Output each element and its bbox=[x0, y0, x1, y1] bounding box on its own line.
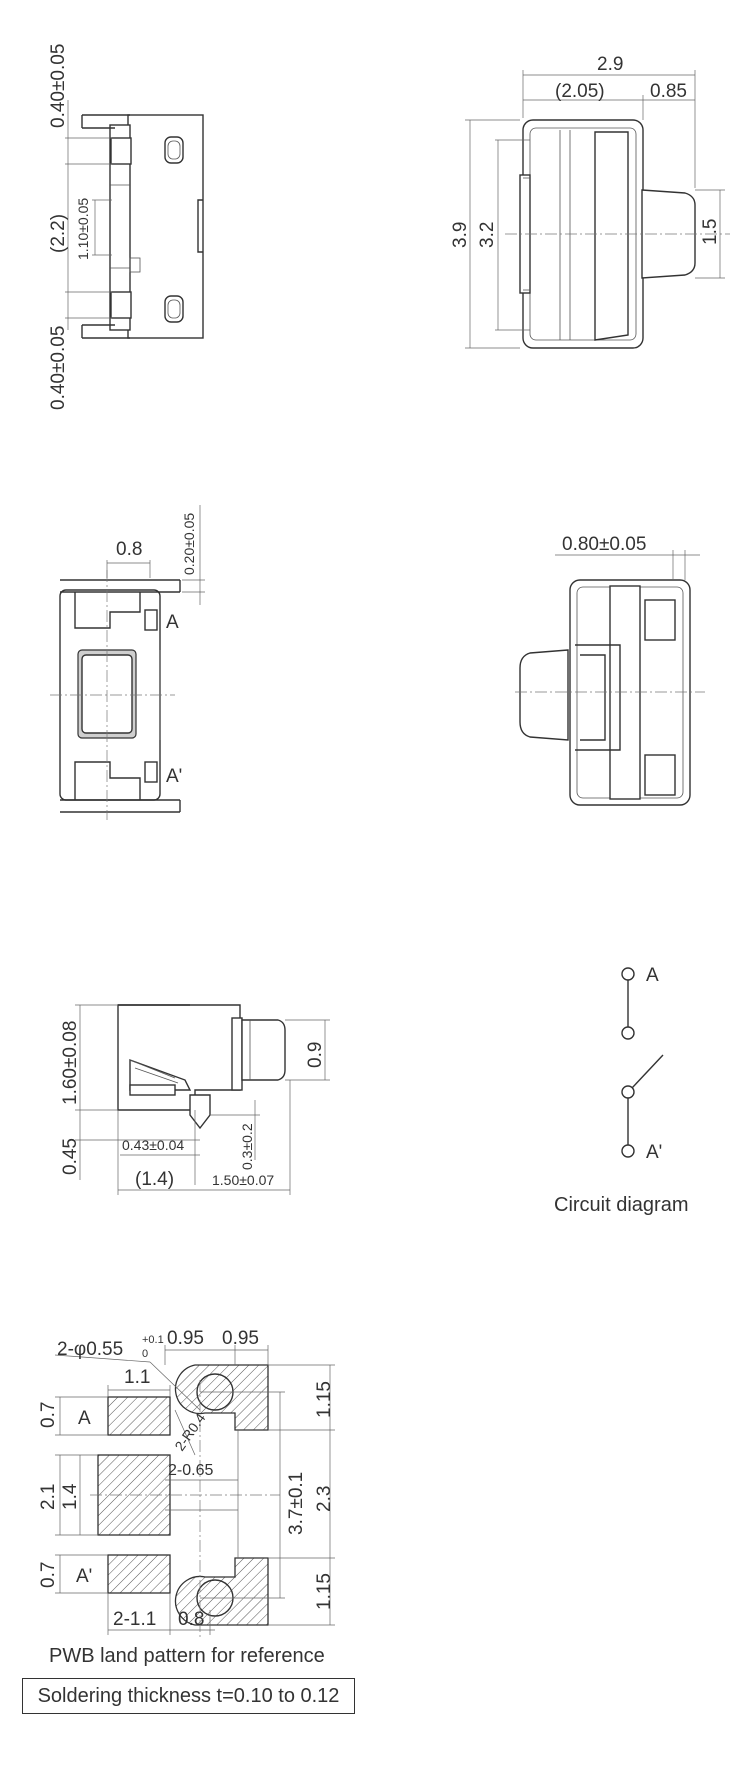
pad-a bbox=[107, 1396, 171, 1436]
dim-plunger-travel: 1.50±0.07 bbox=[212, 1172, 274, 1188]
soldering-note: Soldering thickness t=0.10 to 0.12 bbox=[22, 1678, 355, 1714]
dim-plunger: 0.9 bbox=[305, 1042, 326, 1068]
pad-a-prime bbox=[107, 1554, 171, 1594]
dim-pitch-bottom: 0.40±0.05 bbox=[48, 326, 69, 410]
dim-gap: (2.2) bbox=[48, 214, 69, 253]
rear-view-right: 0.80±0.05 bbox=[515, 534, 705, 806]
dim-stand-off: 0.45 bbox=[60, 1138, 81, 1175]
dim-pad-h-top: 0.7 bbox=[38, 1402, 59, 1428]
side-view: 1.60±0.08 0.9 0.45 0.43±0.04 0.3±0.2 (1.… bbox=[60, 1004, 330, 1195]
bottom-view-left: 0.8 0.20±0.05 A A' bbox=[50, 505, 205, 820]
land-pattern-caption: PWB land pattern for reference bbox=[49, 1645, 325, 1667]
dim-top-h: 1.15 bbox=[314, 1381, 335, 1418]
terminal-a-prime-node bbox=[621, 1144, 635, 1158]
dim-pitch: 3.7±0.1 bbox=[286, 1472, 307, 1535]
terminal-a-prime-label: A' bbox=[166, 766, 182, 787]
dim-pad-center-h: 2.1 bbox=[38, 1484, 59, 1510]
dim-pad-width: 1.1 bbox=[124, 1367, 150, 1388]
dim-slot: 1.10±0.05 bbox=[75, 198, 91, 260]
dim-bottom-gap: 0.8 bbox=[178, 1609, 204, 1630]
pad-a-prime-label: A' bbox=[76, 1566, 92, 1587]
dim-foot-h: 0.3±0.2 bbox=[239, 1123, 255, 1170]
front-view-right: 2.9 (2.05) 0.85 3.9 3.2 1.5 bbox=[450, 54, 730, 349]
dim-pad-w-right: 0.95 bbox=[222, 1328, 259, 1349]
dim-bottom-width: 2-1.1 bbox=[113, 1609, 156, 1630]
dim-cover: 0.80±0.05 bbox=[562, 534, 646, 555]
dim-inner-height: 3.2 bbox=[477, 222, 498, 248]
circuit-diagram: A A' bbox=[621, 965, 664, 1163]
terminal-a-node bbox=[621, 967, 635, 981]
dim-body-width: (2.05) bbox=[555, 81, 605, 102]
dim-plunger-length: 0.85 bbox=[650, 81, 687, 102]
top-view-left: 0.40±0.05 (2.2) 1.10±0.05 0.40±0.05 bbox=[48, 44, 204, 410]
terminal-a-label: A bbox=[166, 612, 179, 633]
dim-gap: 2-0.65 bbox=[168, 1462, 213, 1479]
dim-pad-center-inner: 1.4 bbox=[60, 1483, 81, 1510]
dim-plunger-dia: 1.5 bbox=[700, 219, 721, 245]
dim-pad-h-bottom: 0.7 bbox=[38, 1562, 59, 1588]
circuit-caption: Circuit diagram bbox=[554, 1194, 689, 1216]
dim-hole: 2-φ0.55 bbox=[57, 1339, 123, 1360]
pad-a-label: A bbox=[78, 1408, 91, 1429]
dim-radius: 2-R0.4 bbox=[171, 1410, 208, 1454]
dim-hole-tol-upper: +0.1 bbox=[142, 1334, 164, 1346]
circuit-terminal-a: A bbox=[646, 965, 659, 986]
pad-bottom-right bbox=[174, 1557, 269, 1626]
dim-tab-thickness: 0.20±0.05 bbox=[181, 513, 197, 575]
dim-tab-width: 0.8 bbox=[116, 539, 142, 560]
pad-top-right bbox=[174, 1364, 269, 1431]
dim-width: 2.9 bbox=[597, 54, 623, 75]
dim-total: 2.3 bbox=[314, 1486, 335, 1512]
dim-foot: 0.43±0.04 bbox=[122, 1137, 184, 1153]
dim-bottom-h: 1.15 bbox=[314, 1573, 335, 1610]
dim-hole-tol-lower: 0 bbox=[142, 1348, 148, 1360]
land-pattern: 2-φ0.55 +0.1 0 0.95 0.95 1.1 0.7 2.1 1.4… bbox=[38, 1328, 335, 1640]
circuit-terminal-a-prime: A' bbox=[646, 1142, 662, 1163]
dim-height: 3.9 bbox=[450, 222, 471, 248]
dim-pad-w-left: 0.95 bbox=[167, 1328, 204, 1349]
dim-pitch-top: 0.40±0.05 bbox=[48, 44, 69, 128]
dim-length: (1.4) bbox=[135, 1169, 174, 1190]
dim-side-height: 1.60±0.08 bbox=[60, 1021, 81, 1105]
